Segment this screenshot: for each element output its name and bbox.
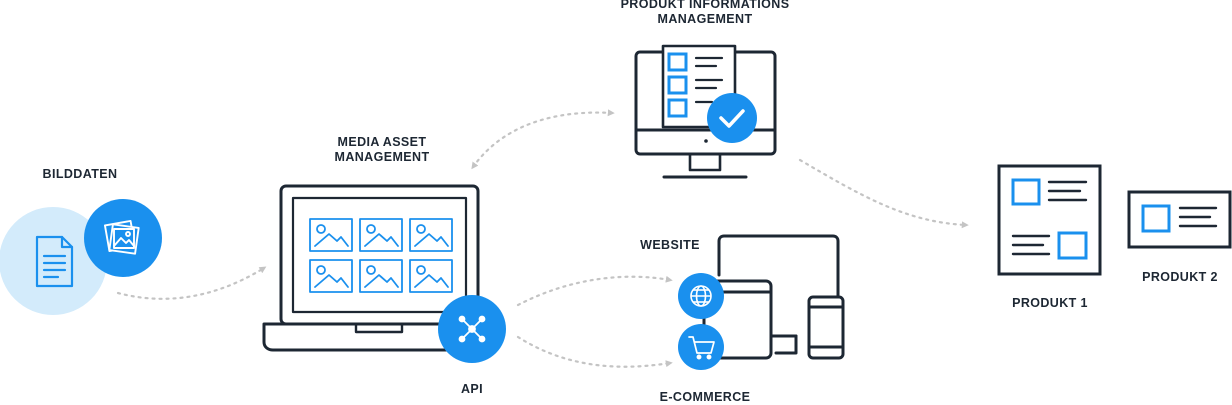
label-produkt1: PRODUKT 1 (1012, 296, 1088, 310)
label-ecommerce: E-COMMERCE (659, 390, 751, 404)
produkt1-card (997, 164, 1102, 276)
label-pim-line1: PRODUKT INFORMATIONS (620, 0, 790, 11)
label-produkt2: PRODUKT 2 (1142, 270, 1218, 284)
connector-pim-to-produkte (798, 158, 969, 229)
document-circle (0, 207, 107, 315)
network-icon (458, 315, 486, 343)
label-website: WEBSITE (640, 238, 700, 252)
produkt2-card (1127, 190, 1232, 249)
image-thumb-icon (409, 259, 453, 293)
label-pim-line2: MANAGEMENT (657, 12, 753, 26)
shopping-cart-icon (688, 336, 715, 360)
image-thumb-icon (309, 218, 353, 252)
check-icon (719, 109, 745, 128)
label-bilddaten: BILDDATEN (42, 167, 118, 181)
check-circle (707, 93, 757, 143)
label-media-asset-management: MEDIA ASSET MANAGEMENT (322, 135, 442, 165)
connector-api-to-website (516, 275, 673, 307)
connectors (116, 109, 969, 368)
image-thumb-icon (359, 218, 403, 252)
label-mam-line1: MEDIA ASSET (337, 135, 427, 149)
document-icon (35, 235, 74, 288)
bilddaten-group (0, 199, 162, 315)
globe-icon (690, 285, 712, 307)
label-mam-line2: MANAGEMENT (334, 150, 430, 164)
label-api: API (460, 382, 484, 396)
images-icon (103, 219, 140, 255)
image-thumb-icon (409, 218, 453, 252)
devices-icon (702, 234, 845, 360)
checkbox-icons (667, 52, 688, 118)
cart-circle (678, 324, 724, 370)
laptop-image-grid (309, 218, 453, 293)
connector-api-to-ecommerce (516, 335, 673, 368)
image-thumb-icon (309, 259, 353, 293)
connector-mam-pim (471, 109, 615, 170)
label-produkt-informations-management: PRODUKT INFORMATIONS MANAGEMENT (600, 0, 810, 27)
image-thumb-icon (359, 259, 403, 293)
